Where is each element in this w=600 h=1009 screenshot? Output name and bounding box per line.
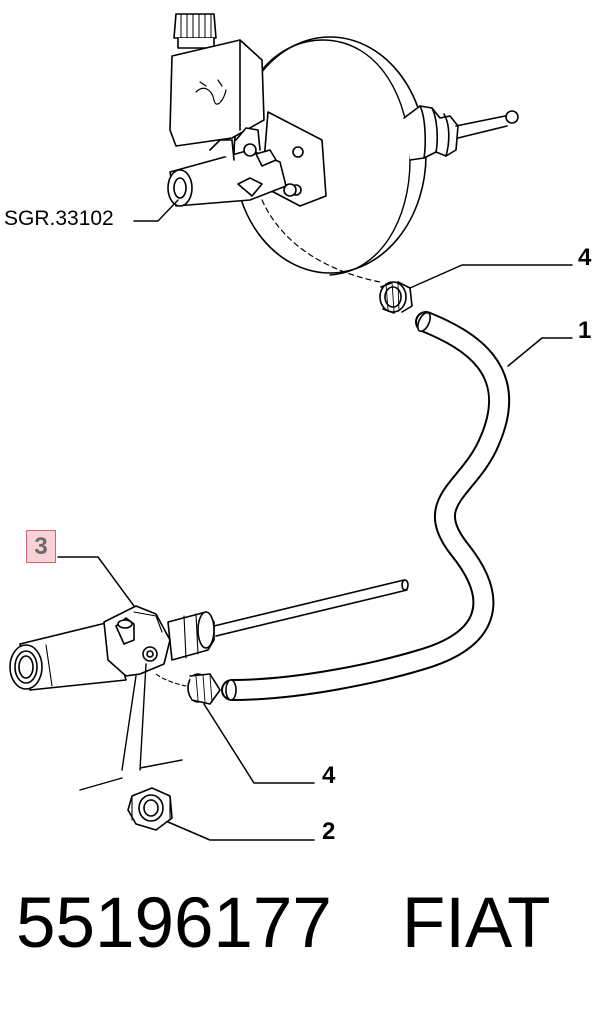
callout-4-bottom: 4 [322,762,336,789]
reference-leader [133,199,179,222]
hose-clamp-bottom [155,673,221,705]
callout-leader-nut [167,821,315,841]
reference-label: SGR.33102 [4,207,114,230]
brand-name: FIAT [401,884,551,963]
mounting-stud [79,663,183,791]
part-number: 55196177 [16,884,332,963]
clutch-cylinder [9,579,409,691]
callout-2: 2 [322,818,336,845]
brake-booster [233,36,519,283]
callout-1: 1 [578,317,592,344]
callout-leader-clamp-top [409,264,573,289]
callout-leader-cylinder [57,556,135,607]
hex-nut [127,787,173,831]
flexible-hose [221,311,511,701]
callout-leader-clamp-bottom [203,703,315,784]
master-cylinder [167,13,297,207]
callout-leader-hose [507,337,573,367]
callout-4-top: 4 [578,244,592,271]
callout-3-highlighted[interactable]: 3 [26,530,56,563]
hose-clamp-top [379,281,413,314]
